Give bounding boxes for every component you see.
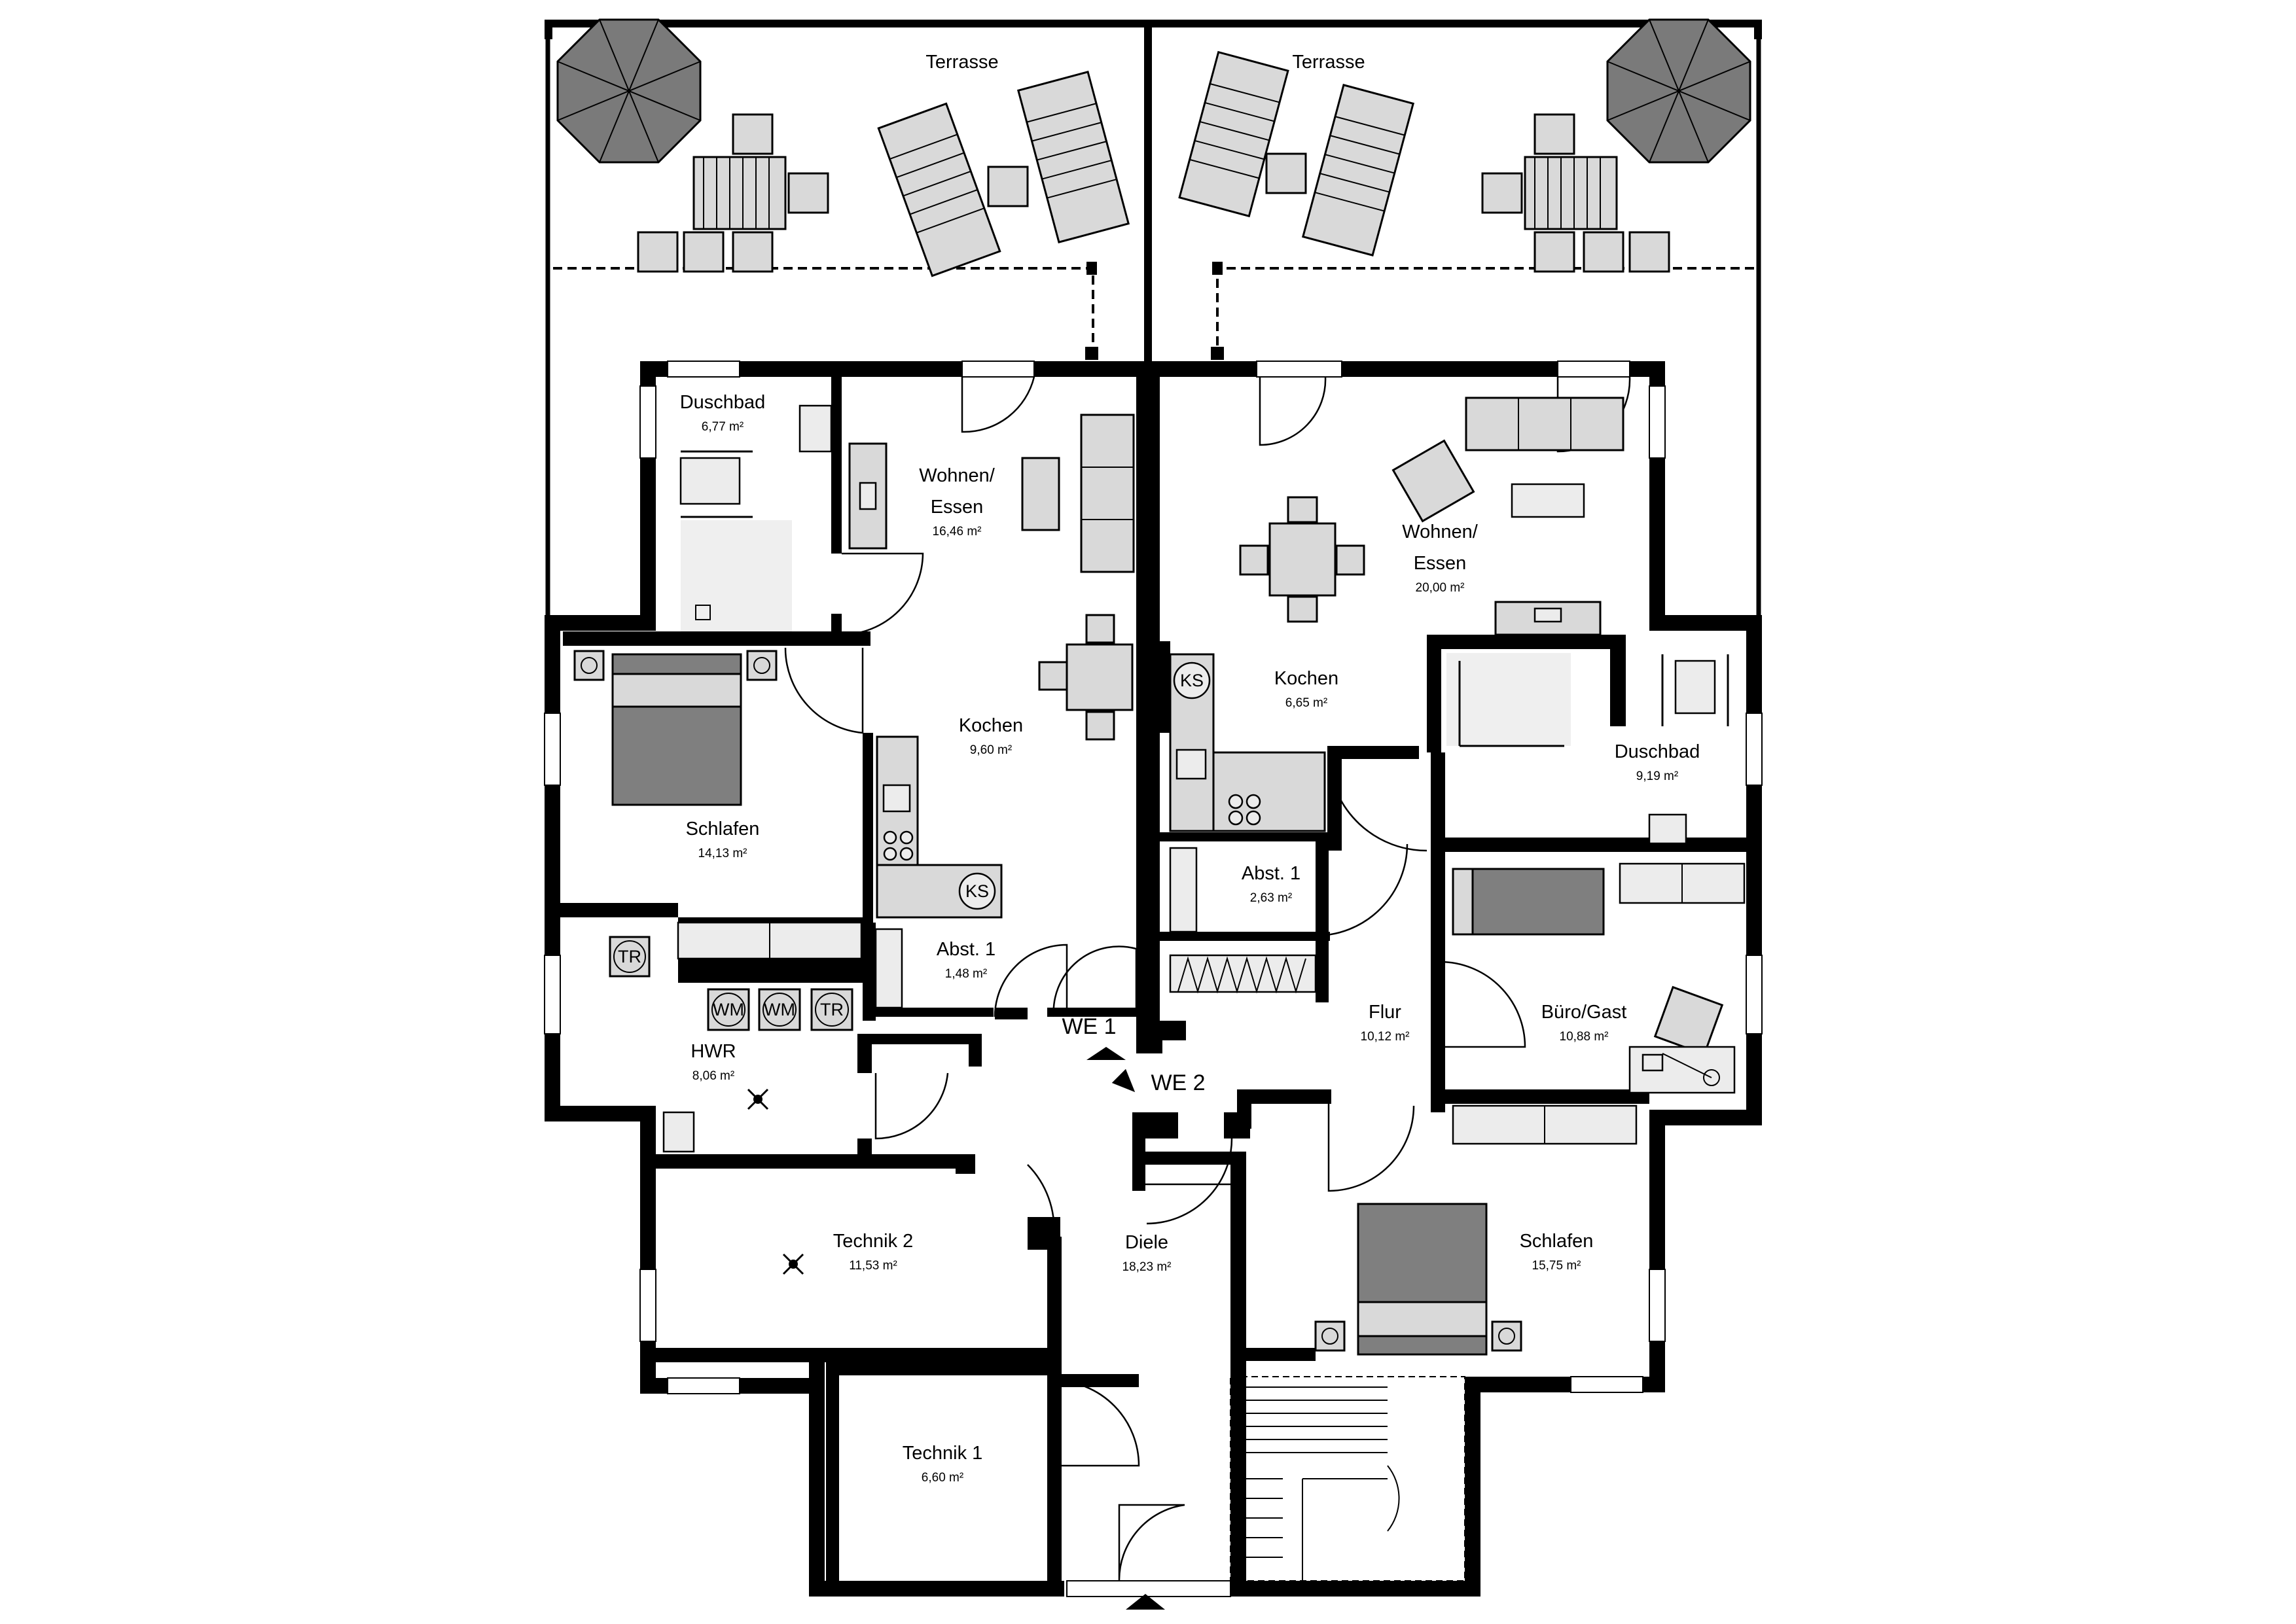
room-name: Schlafen [686,819,760,839]
nightstand-icon [1491,1320,1522,1352]
fridge-label: KS [965,881,989,901]
room-area: 6,65 m² [1285,696,1327,710]
room-name: Essen [931,497,984,518]
office-chair-icon [1653,985,1724,1056]
dryer-icon [609,936,651,978]
furniture-we1: KS TR WM WM TR [573,404,1135,1275]
fridge-label: KS [1180,671,1204,690]
sink-icon [662,1111,695,1153]
room-name: Flur [1369,1002,1401,1023]
dining-table-icon [1268,522,1336,597]
room-area: 20,00 m² [1416,581,1465,595]
entrance-arrow-icon [1086,1047,1126,1060]
furniture-we2: KS [1086,397,1746,1610]
room-name: Kochen [1274,668,1338,689]
room-name: Technik 2 [833,1231,914,1252]
sofa-icon [1080,414,1135,573]
ceiling-light-icon [747,1088,769,1110]
room-area: 18,23 m² [1122,1260,1172,1274]
dining-table-icon [1066,643,1134,711]
staircase-icon [1230,1376,1465,1581]
room-area: 15,75 m² [1532,1259,1581,1273]
toilet-icon [1674,660,1716,715]
stove-icon [883,830,897,845]
sink-icon [1648,813,1687,845]
fridge-icon [1173,662,1211,699]
room-area: 8,06 m² [692,1069,734,1083]
room-area: 9,60 m² [970,743,1012,757]
windows [544,361,1763,1597]
room-name: HWR [691,1041,736,1062]
sun-lounger-icon [877,71,1130,277]
washing-machine-icon [707,988,750,1031]
room-name: Abst. 1 [937,939,996,960]
room-name: Duschbad [680,392,766,413]
drain-icon [695,605,711,620]
room-name: Essen [1414,553,1467,574]
washing-machine-label: WM [713,1000,744,1019]
entry-label-we2: WE 2 [1151,1070,1205,1095]
room-name: Wohnen/ [1402,521,1478,542]
room-area: 2,63 m² [1250,891,1292,905]
sun-lounger-icon [1178,50,1415,256]
nightstand-icon [573,650,605,681]
room-area: 10,12 m² [1361,1030,1410,1044]
room-area: 6,77 m² [702,420,744,434]
room-area: 16,46 m² [933,525,982,538]
tv-icon [1021,457,1060,531]
room-labels: Terrasse Terrasse Duschbad 6,77 m² Wohne… [680,52,1700,1485]
sink-icon [1175,749,1207,780]
room-name: Terrasse [925,52,998,73]
coffee-table-icon [1511,483,1585,518]
room-name: Büro/Gast [1541,1002,1627,1023]
room-area: 6,60 m² [922,1471,963,1485]
room-name: Duschbad [1615,741,1700,762]
room-name: Technik 1 [903,1443,983,1464]
dryer-label: TR [618,947,641,966]
dryer-label: TR [820,1000,844,1019]
room-area: 9,19 m² [1636,769,1678,783]
terrace-table-icon [637,113,829,273]
entrance-arrow-icon [1111,1068,1136,1093]
walls [545,361,1762,1597]
room-name: Terrasse [1292,52,1365,73]
stove-icon [1228,794,1244,809]
shelf-icon [1169,847,1198,933]
armchair-icon [1391,439,1475,523]
terrace-table-icon [1481,113,1670,273]
lamp-icon [1703,1069,1720,1086]
washing-machine-icon [758,988,801,1031]
room-name: Abst. 1 [1242,863,1300,884]
toilet-icon [679,457,741,505]
dryer-icon [810,988,853,1031]
fridge-icon [958,872,996,910]
entrance-arrow-icon [1126,1594,1165,1610]
room-name: Schlafen [1520,1231,1594,1252]
room-area: 1,48 m² [945,967,987,981]
sink-icon [882,784,911,813]
nightstand-icon [746,650,778,681]
washing-machine-label: WM [764,1000,795,1019]
entry-label-we1: WE 1 [1062,1014,1116,1039]
sink-icon [798,404,833,453]
umbrella-icon [1606,18,1751,164]
room-name: Kochen [959,715,1023,736]
room-area: 10,88 m² [1560,1030,1609,1044]
room-area: 14,13 m² [698,847,747,860]
umbrella-icon [556,18,702,164]
ceiling-light-icon [782,1253,804,1275]
sofa-icon [1465,397,1624,451]
room-area: 11,53 m² [849,1259,897,1273]
room-name: Diele [1125,1232,1168,1253]
room-name: Wohnen/ [919,465,995,486]
nightstand-icon [1314,1320,1346,1352]
